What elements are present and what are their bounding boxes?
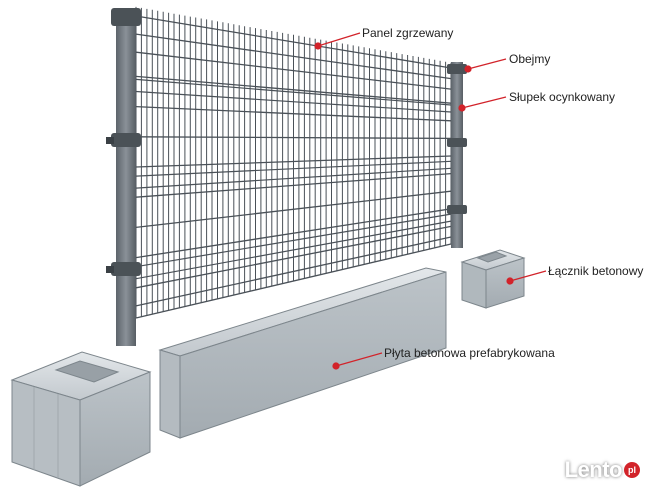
mesh-wire xyxy=(135,105,452,122)
label-clamps: Obejmy xyxy=(509,52,551,66)
concrete-connector-small xyxy=(460,249,526,309)
left-galvanized-post xyxy=(106,8,141,346)
callout-leaders xyxy=(314,32,547,370)
label-welded-panel: Panel zgrzewany xyxy=(362,26,454,40)
mesh-wire xyxy=(135,75,452,104)
mesh-wire xyxy=(135,33,452,80)
lento-watermark: Lento pl xyxy=(565,457,640,483)
mesh-wire xyxy=(135,155,452,168)
label-precast-slab: Płyta betonowa prefabrykowana xyxy=(384,346,555,360)
label-concrete-connector: Łącznik betonowy xyxy=(548,264,644,278)
mesh-wire xyxy=(135,90,452,113)
mesh-wire xyxy=(135,243,452,319)
mesh-wire xyxy=(135,225,452,289)
mesh-wire xyxy=(135,15,452,69)
label-galvanized-post: Słupek ocynkowany xyxy=(509,90,616,104)
mesh-wire xyxy=(135,51,452,90)
mesh-wire xyxy=(135,167,452,189)
mesh-wire xyxy=(135,136,452,140)
mesh-wire xyxy=(135,190,452,229)
right-galvanized-post xyxy=(447,62,467,248)
watermark-text: Lento xyxy=(564,457,623,482)
mesh-wire xyxy=(135,172,452,198)
mesh-wire xyxy=(135,78,452,106)
welded-mesh-panel xyxy=(135,6,452,319)
concrete-connector-large xyxy=(10,351,152,487)
mesh-wire xyxy=(135,160,452,177)
watermark-badge: pl xyxy=(624,462,640,478)
mesh-wire xyxy=(135,236,452,307)
mesh-wire xyxy=(135,213,452,268)
mesh-wire xyxy=(135,220,452,280)
mesh-wire xyxy=(135,208,452,259)
precast-concrete-slab xyxy=(158,267,447,439)
